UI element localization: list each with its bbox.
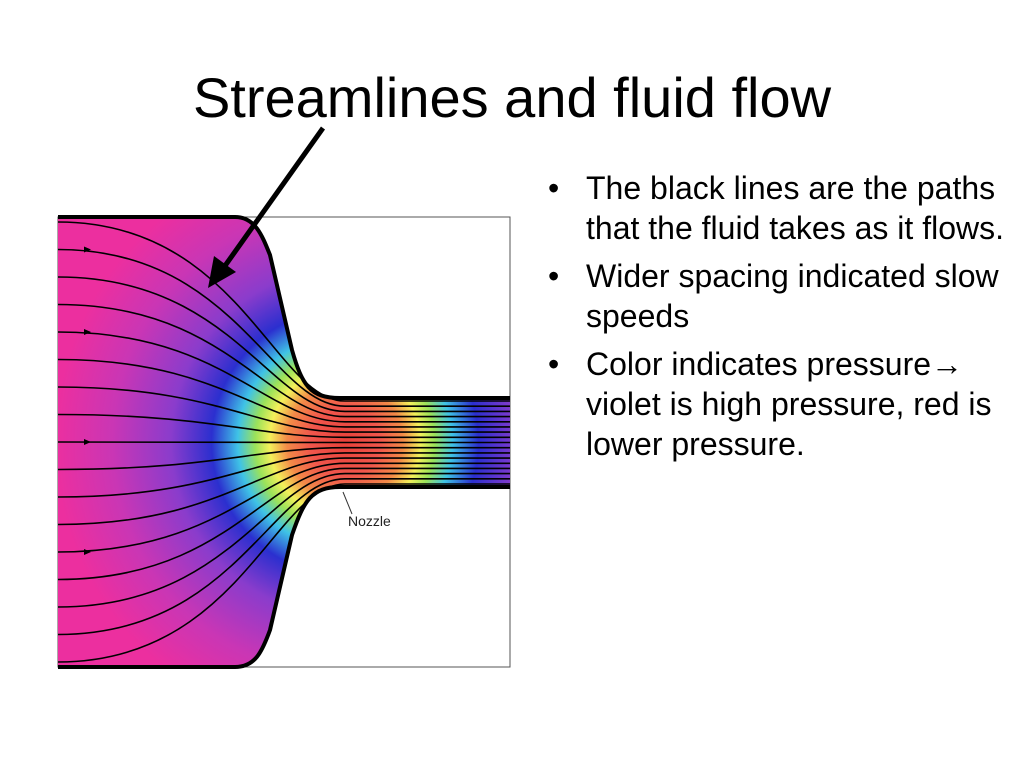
bullet-text: The black lines are the paths that the f… (586, 170, 1004, 246)
streamline (57, 441, 510, 444)
bullet-marker: • (548, 346, 560, 382)
flow-arrowhead (84, 246, 91, 253)
streamline (57, 331, 510, 423)
streamline (57, 472, 510, 608)
flow-arrowhead (84, 549, 91, 555)
streamline (57, 446, 510, 471)
streamline (57, 452, 510, 498)
bullet-text: Wider spacing indicated slow speeds (586, 258, 999, 334)
nozzle-label: Nozzle (348, 513, 391, 529)
nozzle-lower-wall (58, 485, 510, 669)
flow-direction-arrows (84, 246, 91, 555)
bullet-marker: • (548, 170, 560, 206)
bullet-list: • The black lines are the paths that the… (548, 168, 1018, 472)
slide-title: Streamlines and fluid flow (192, 66, 832, 129)
streamline (57, 457, 510, 526)
streamline (57, 462, 510, 553)
streamlines (57, 221, 510, 663)
right-arrow-icon: → (931, 346, 964, 382)
bullet-text: violet is high pressure, red is lower pr… (586, 386, 992, 462)
bullet-marker: • (548, 258, 560, 294)
flow-arrowhead (84, 329, 91, 335)
flow-arrowhead (84, 439, 91, 445)
streamline (57, 248, 510, 407)
bullet-item: • The black lines are the paths that the… (548, 168, 1018, 248)
streamline (57, 467, 510, 581)
streamline (57, 413, 510, 439)
streamline (57, 303, 510, 418)
streamline (57, 358, 510, 428)
streamline (57, 478, 510, 636)
bullet-item: • Color indicates pressure→ violet is hi… (548, 344, 1018, 464)
streamline (57, 276, 510, 413)
bullet-text: Color indicates pressure (586, 346, 932, 382)
bullet-item: • Wider spacing indicated slow speeds (548, 256, 1018, 336)
nozzle-leader-line (342, 491, 353, 515)
streamline (57, 386, 510, 433)
nozzle-upper-wall (58, 215, 510, 400)
pointer-arrow (208, 126, 326, 288)
